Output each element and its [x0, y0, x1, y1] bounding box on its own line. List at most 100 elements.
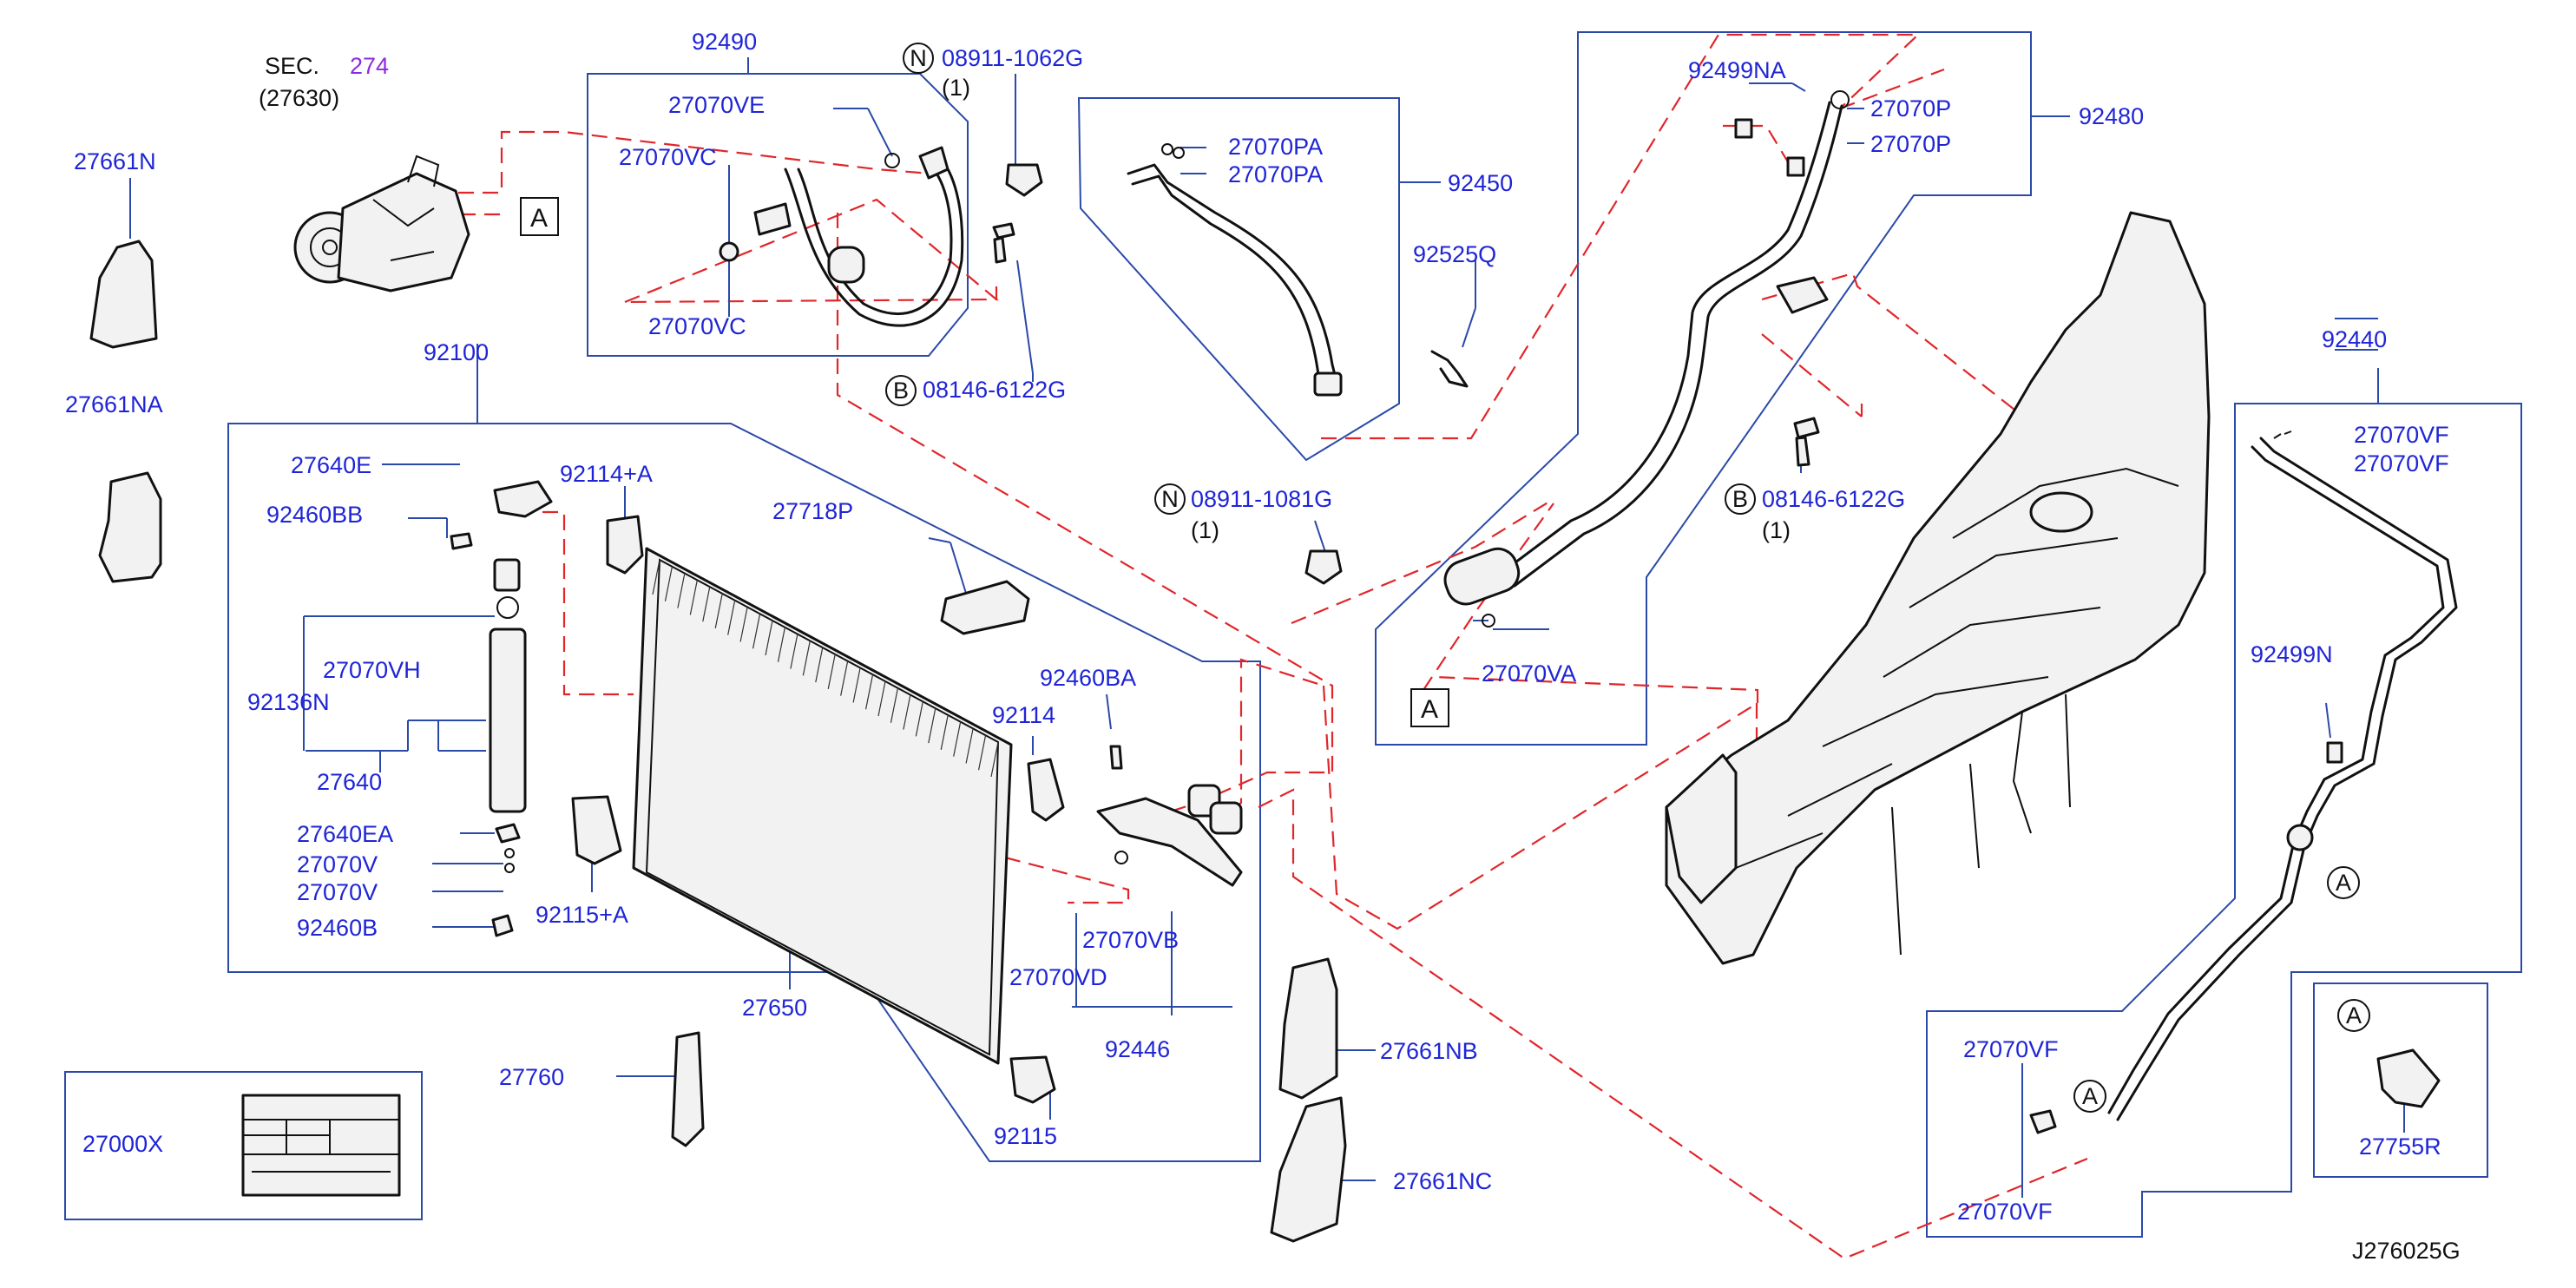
label-92114: 92114	[992, 702, 1055, 728]
condenser-fin	[915, 701, 923, 737]
label-27718P: 27718P	[772, 498, 853, 524]
condenser-fin	[739, 607, 748, 642]
condenser-fin	[903, 694, 911, 730]
condenser-fin	[714, 593, 723, 629]
qty-08911-1062G: (1)	[942, 75, 970, 101]
condenser-27650	[632, 547, 1013, 1065]
compressor	[293, 154, 470, 292]
label-27650: 27650	[742, 995, 807, 1021]
label-27070PA-b: 27070PA	[1228, 161, 1323, 187]
label-27070P-b: 27070P	[1870, 131, 1951, 157]
label-27640EA: 27640EA	[297, 821, 393, 847]
oring-27070VC	[719, 241, 739, 262]
label-27070VA: 27070VA	[1482, 660, 1576, 687]
ref-marker-n-1062G: N	[903, 43, 934, 74]
box-92480	[1375, 31, 2032, 746]
svg-text:B: B	[893, 378, 909, 404]
ref-marker-b-6122G-a: B	[885, 375, 917, 406]
bolt-08146-6122G-a	[992, 222, 1015, 264]
condenser-fin	[940, 714, 949, 751]
label-92460BA: 92460BA	[1040, 665, 1136, 691]
label-27070V-b: 27070V	[297, 879, 378, 905]
sec-part: (27630)	[259, 85, 339, 111]
hose-92480	[1443, 90, 1850, 606]
box-92100	[227, 423, 1261, 1162]
condenser-fin	[864, 674, 874, 710]
condenser-fin	[852, 667, 861, 703]
label-27661NA: 27661NA	[65, 391, 163, 417]
label-92100: 92100	[424, 339, 489, 365]
vehicle-body	[1665, 211, 2211, 965]
bolt-92460B	[491, 914, 514, 937]
label-92460B: 92460B	[297, 915, 378, 941]
svg-text:A: A	[2082, 1083, 2098, 1109]
label-92440: 92440	[2322, 326, 2387, 352]
bracket-27755R	[2376, 1048, 2441, 1108]
condenser-fin	[689, 580, 698, 615]
condenser-fin	[953, 721, 962, 757]
svg-text:B: B	[1732, 486, 1748, 512]
ref-marker-a-circle-2: A	[2073, 1080, 2106, 1113]
diagram-id: J276025G	[2352, 1238, 2461, 1264]
label-27070VF-b: 27070VF	[2354, 450, 2449, 476]
svg-text:N: N	[1161, 486, 1179, 512]
label-92446: 92446	[1105, 1036, 1170, 1062]
sec-label: SEC.	[265, 53, 319, 79]
deflector-27661NC	[1270, 1096, 1347, 1243]
oring-27070VE	[884, 153, 900, 168]
ref-marker-a-compressor: A	[520, 197, 559, 236]
label-27760: 27760	[499, 1064, 564, 1090]
clamp-27640E	[493, 480, 553, 518]
condenser-fin	[677, 573, 686, 608]
nut-08911-1062G	[1005, 163, 1043, 197]
condenser-fin	[890, 687, 899, 723]
label-27070VE: 27070VE	[668, 92, 765, 118]
label-27070VH: 27070VH	[323, 657, 421, 683]
box-92490	[587, 73, 969, 357]
condenser-fin	[752, 614, 761, 649]
label-92499N: 92499N	[2251, 641, 2333, 667]
condenser-fin	[702, 586, 711, 622]
bracket-92115	[1009, 1055, 1056, 1104]
ref-marker-n-1081G: N	[1154, 483, 1186, 515]
label-27661N: 27661N	[74, 148, 156, 174]
sec-number: 274	[350, 53, 389, 79]
condenser-fin	[727, 600, 736, 635]
label-92114A: 92114+A	[560, 461, 653, 487]
label-92499NA: 92499NA	[1688, 57, 1786, 83]
sensor-27718P	[940, 580, 1030, 635]
pipe-92440	[2107, 430, 2458, 1121]
condenser-fin	[990, 741, 999, 778]
label-92525Q: 92525Q	[1413, 241, 1496, 267]
bracket-92114A	[606, 515, 644, 575]
label-27000X	[241, 1094, 401, 1197]
ref-marker-b-6122G-b: B	[1725, 483, 1756, 515]
condenser-fin	[977, 735, 987, 771]
label-92136N: 92136N	[247, 689, 330, 715]
box-27000X	[64, 1071, 423, 1220]
bracket-27760	[671, 1031, 705, 1147]
hose-92490	[753, 146, 964, 327]
valve-27070VF	[2029, 1109, 2057, 1134]
label-08146-6122G-a: 08146-6122G	[923, 377, 1066, 403]
ref-marker-a-hose: A	[1410, 688, 1449, 727]
oring-27070VB	[1114, 851, 1128, 864]
label-27070VF-a: 27070VF	[2354, 422, 2449, 448]
bolt-08146-6122G-b	[1793, 417, 1820, 467]
label-27070PA-a: 27070PA	[1228, 134, 1323, 160]
label-92460BB: 92460BB	[266, 502, 363, 528]
condenser-fin	[802, 641, 811, 676]
svg-text:A: A	[530, 204, 548, 233]
label-27070V-a: 27070V	[297, 851, 378, 877]
condenser-fin	[965, 728, 974, 764]
condenser-fin	[777, 627, 786, 662]
nut-08911-1081G	[1304, 549, 1343, 585]
label-27070VC-b: 27070VC	[648, 313, 746, 339]
label-27755R: 27755R	[2359, 1134, 2441, 1160]
qty-08146-6122G-b: (1)	[1762, 517, 1791, 543]
condenser-fin	[815, 647, 824, 683]
label-92490: 92490	[692, 29, 757, 55]
pipe-92450	[1127, 143, 1343, 397]
clip-92525Q	[1430, 350, 1469, 388]
